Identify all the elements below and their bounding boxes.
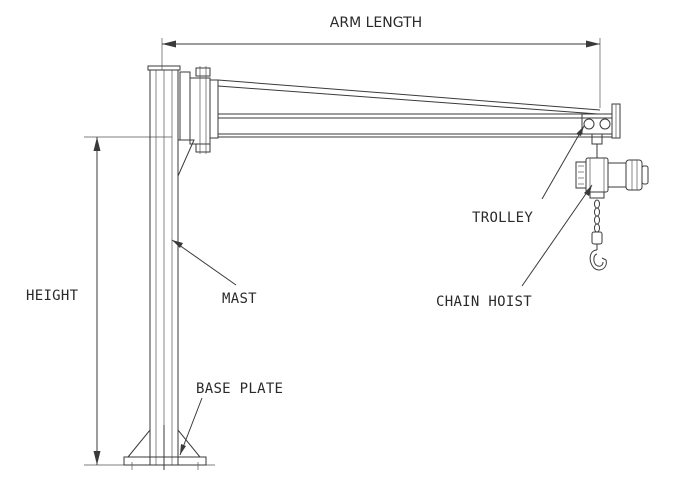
mast-label: MAST bbox=[222, 291, 257, 307]
chain-and-hook bbox=[589, 199, 607, 271]
arm-length-label: ARM LENGTH bbox=[330, 15, 422, 31]
base-plate-label: BASE PLATE bbox=[196, 381, 283, 397]
mast bbox=[147, 65, 181, 466]
boom-arm bbox=[217, 79, 621, 139]
base-plate bbox=[123, 425, 207, 470]
height-label: HEIGHT bbox=[26, 288, 79, 304]
trolley bbox=[581, 113, 613, 158]
swivel-bracket bbox=[177, 66, 219, 177]
trolley-label: TROLLEY bbox=[472, 210, 533, 226]
leader-lines bbox=[171, 125, 593, 456]
chain-hoist-label: CHAIN HOIST bbox=[436, 294, 532, 310]
chain-hoist bbox=[575, 157, 649, 199]
arm-length-dimension bbox=[161, 38, 601, 108]
